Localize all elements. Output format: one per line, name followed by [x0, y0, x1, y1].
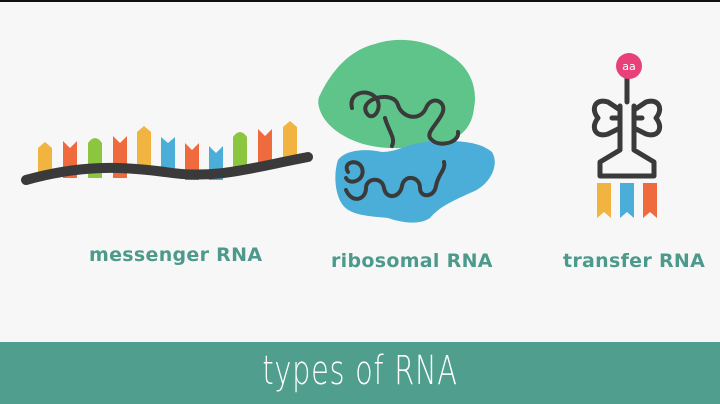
rrna-strand-lower	[344, 160, 447, 201]
trna-body	[591, 75, 663, 179]
amino-acid-badge	[616, 53, 642, 79]
footer-banner: types of RNA	[0, 342, 720, 404]
mrna-base	[38, 142, 52, 178]
trna-base	[597, 183, 611, 218]
mrna-base	[137, 126, 151, 172]
trna-base	[643, 183, 657, 218]
rna-diagram: aa	[21, 39, 663, 223]
top-border	[0, 0, 720, 2]
rrna-illustration	[318, 39, 495, 223]
amino-acid-label: aa	[622, 60, 635, 73]
ribosome-large-subunit	[318, 39, 475, 149]
trna-illustration: aa	[591, 53, 663, 218]
ribosome-small-subunit	[335, 141, 495, 223]
label-messenger-rna: messenger RNA	[89, 244, 263, 266]
mrna-backbone	[21, 152, 313, 185]
mrna-base	[161, 137, 175, 172]
mrna-base	[258, 129, 272, 166]
mrna-illustration	[21, 121, 313, 185]
mrna-base	[283, 121, 297, 162]
rrna-strand-upper	[349, 90, 461, 148]
footer-title: types of RNA	[262, 348, 458, 394]
label-ribosomal-rna: ribosomal RNA	[331, 250, 493, 272]
trna-base	[620, 183, 634, 218]
mrna-base	[233, 132, 247, 170]
label-transfer-rna: transfer RNA	[563, 250, 706, 272]
